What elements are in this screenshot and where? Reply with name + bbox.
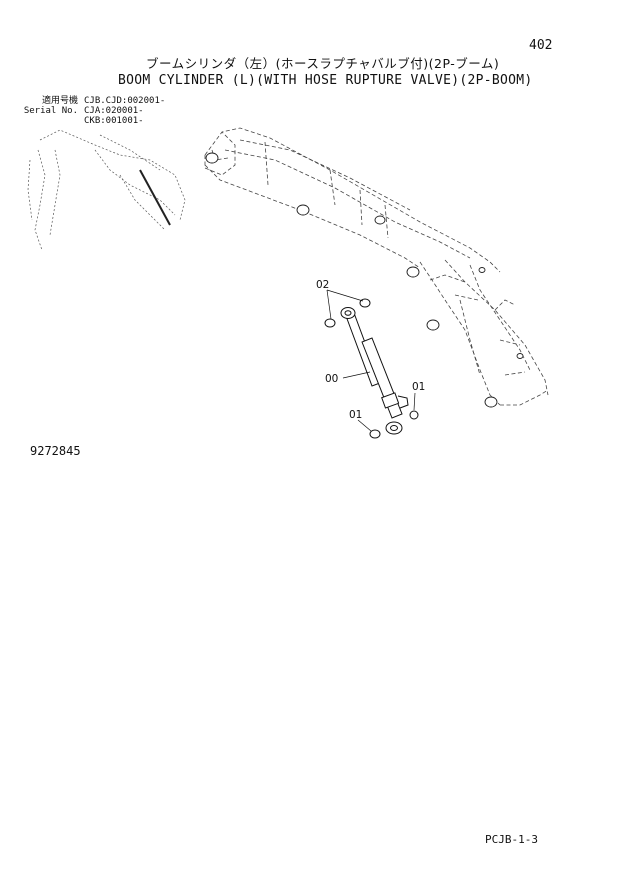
page-title: BOOM CYLINDER (L)(WITH HOSE RUPTURE VALV… bbox=[118, 73, 533, 88]
leader-lines bbox=[326, 289, 416, 432]
callout-02: 02 bbox=[316, 279, 329, 291]
boom-pins bbox=[205, 152, 524, 408]
bushing-02 bbox=[324, 298, 371, 328]
serial-range: CJB.CJD:002001- bbox=[84, 96, 166, 106]
serial-label-japanese: 適用号機 bbox=[41, 96, 78, 106]
serial-range: CJA:020001- bbox=[84, 106, 144, 116]
boom-cylinder bbox=[340, 307, 409, 435]
serial-range: CKB:001001- bbox=[84, 116, 144, 126]
footer-reference: PCJB-1-3 bbox=[485, 833, 538, 846]
page-number: 402 bbox=[529, 38, 553, 53]
callout-01: 01 bbox=[412, 381, 425, 393]
overview-cylinder bbox=[139, 169, 171, 226]
callout-01: 01 bbox=[349, 409, 362, 421]
machine-overview-thumbnail bbox=[27, 129, 186, 251]
callout-00: 00 bbox=[325, 373, 338, 385]
drawing-number: 9272845 bbox=[30, 444, 81, 458]
boom-structure bbox=[204, 127, 549, 406]
bushing-01 bbox=[369, 410, 419, 439]
serial-label: Serial No. bbox=[23, 106, 78, 116]
page-title-japanese: ブームシリンダ（左）(ホースラプチャバルブ付)(2P-ブーム) bbox=[146, 56, 500, 71]
